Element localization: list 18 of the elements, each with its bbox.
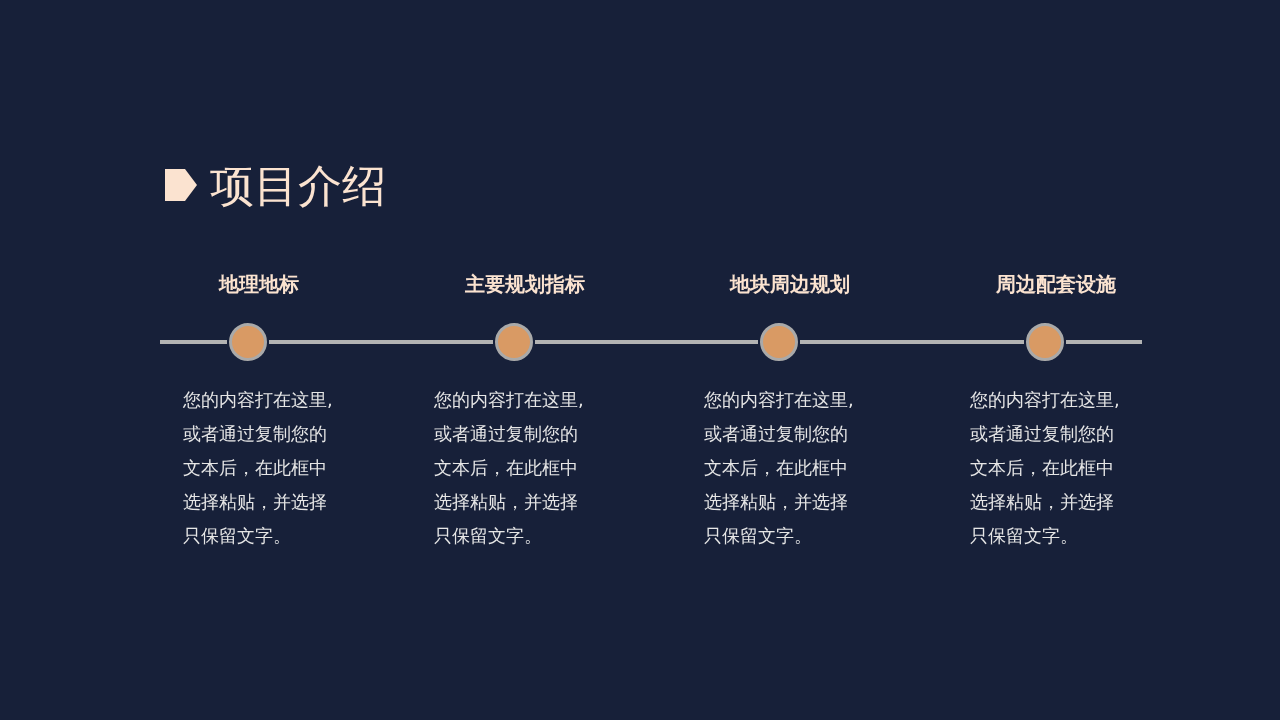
timeline-line [1066, 340, 1142, 344]
slide-title: 项目介绍 [210, 159, 386, 213]
milestone-description: 您的内容打在这里,或者通过复制您的文本后，在此框中选择粘贴，并选择只保留文字。 [183, 388, 334, 548]
timeline-line [160, 340, 227, 344]
timeline-line [535, 340, 758, 344]
milestone-heading: 主要规划指标 [465, 271, 585, 298]
milestone-description: 您的内容打在这里,或者通过复制您的文本后，在此框中选择粘贴，并选择只保留文字。 [970, 388, 1121, 548]
milestone-heading: 周边配套设施 [996, 271, 1116, 298]
timeline-dot [495, 323, 533, 361]
timeline-dot [760, 323, 798, 361]
milestone-description: 您的内容打在这里,或者通过复制您的文本后，在此框中选择粘贴，并选择只保留文字。 [704, 388, 855, 548]
timeline-line [269, 340, 493, 344]
milestone-heading: 地块周边规划 [730, 271, 850, 298]
timeline-dot [1026, 323, 1064, 361]
milestone-description: 您的内容打在这里,或者通过复制您的文本后，在此框中选择粘贴，并选择只保留文字。 [434, 388, 585, 548]
milestone-heading: 地理地标 [219, 271, 299, 298]
timeline-dot [229, 323, 267, 361]
timeline-line [800, 340, 1024, 344]
